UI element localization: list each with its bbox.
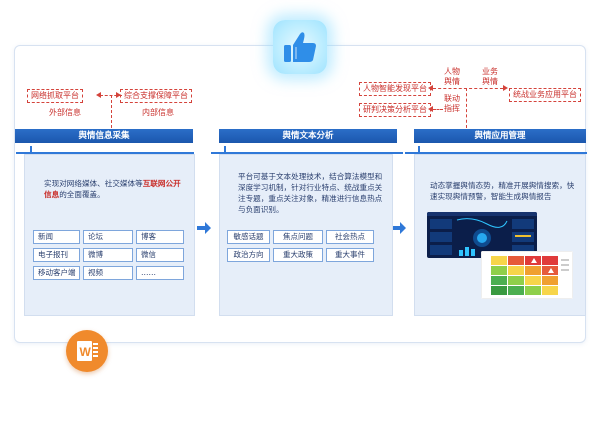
source-tag: …… (136, 266, 184, 280)
topic-tag: 重大事件 (326, 248, 374, 262)
flow-arrow-icon (197, 222, 211, 234)
business-sentiment-label: 业务舆情 (482, 67, 498, 86)
united-front-business-platform-label: 统战业务应用平台 (513, 90, 577, 99)
decision-analysis-platform-label: 研判决策分析平台 (363, 105, 427, 114)
accent-bar (16, 152, 194, 154)
flow-arrow-icon (392, 222, 406, 234)
arrow-left-icon (428, 106, 433, 112)
arrow-right-icon (503, 85, 508, 91)
connector-line (111, 95, 112, 128)
person-discovery-platform-box: 人物智能发现平台 (359, 82, 431, 96)
source-tag: 视频 (83, 266, 133, 280)
source-tag: 电子报刊 (33, 248, 80, 262)
connector-line (433, 88, 503, 89)
analysis-description: 平台可基于文本处理技术，结合算法模型和深度学习机制，针对行业特点、统战重点关注专… (238, 172, 383, 214)
section-header-application: 舆情应用管理 (414, 129, 586, 143)
source-tag: 博客 (136, 230, 184, 244)
thumbs-up-icon (273, 20, 327, 74)
external-info-label: 外部信息 (49, 108, 81, 117)
united-front-business-platform-box: 统战业务应用平台 (509, 88, 581, 102)
source-tag: 新闻 (33, 230, 80, 244)
person-sentiment-label: 人物舆情 (444, 67, 460, 86)
web-crawl-platform-box: 网络抓取平台 (27, 89, 83, 103)
accent-bar (405, 152, 587, 154)
collection-description-part: 实现对网络媒体、社交媒体等 (44, 179, 143, 188)
accent-bar (30, 146, 32, 158)
section-header-analysis: 舆情文本分析 (219, 129, 397, 143)
decision-analysis-platform-box: 研判决策分析平台 (359, 103, 431, 117)
dashboard-screenshot (427, 212, 537, 258)
arrow-left-icon (428, 85, 433, 91)
source-tag: 微信 (136, 248, 184, 262)
accent-bar (224, 146, 226, 158)
source-tag: 论坛 (83, 230, 133, 244)
topic-tag: 重大政策 (273, 248, 323, 262)
topic-tag: 敏感话题 (227, 230, 270, 244)
collection-description-part: 的全面覆盖。 (59, 190, 105, 199)
person-discovery-platform-label: 人物智能发现平台 (363, 84, 427, 93)
section-header-collection: 舆情信息采集 (15, 129, 193, 143)
support-platform-box: 综合支撑保障平台 (120, 89, 192, 103)
application-description: 动态掌握舆情态势，精准开展舆情搜索，快速实现舆情预警，智能生成舆情报告 (430, 181, 575, 201)
topic-tag: 社会热点 (326, 230, 374, 244)
source-tag: 移动客户端 (33, 266, 80, 280)
topic-tag: 政治方向 (227, 248, 270, 262)
connector-line (466, 88, 467, 128)
support-platform-label: 综合支撑保障平台 (124, 91, 188, 100)
arrow-left-icon (96, 92, 101, 98)
collection-description: 实现对网络媒体、社交媒体等互联网公开信息的全面覆盖。 (44, 178, 184, 200)
word-document-icon: W (66, 330, 108, 372)
connector-line (100, 95, 122, 96)
accent-bar (418, 146, 420, 158)
linked-command-label: 联动指挥 (444, 94, 460, 113)
topic-tag: 焦点问题 (273, 230, 323, 244)
connector-line (433, 109, 443, 110)
accent-bar (211, 152, 403, 154)
source-tag: 微博 (83, 248, 133, 262)
risk-matrix-screenshot (481, 251, 573, 299)
internal-info-label: 内部信息 (142, 108, 174, 117)
arrow-right-icon (116, 92, 121, 98)
web-crawl-platform-label: 网络抓取平台 (31, 91, 79, 100)
collection-description-highlight: 互联网公开信息 (44, 179, 181, 199)
svg-text:W: W (80, 345, 92, 359)
